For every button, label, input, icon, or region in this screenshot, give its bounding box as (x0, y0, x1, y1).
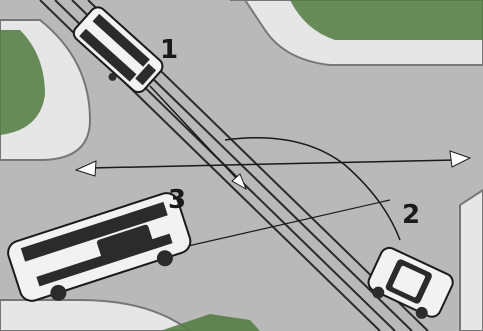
label-car: 2 (402, 200, 420, 230)
label-tram: 1 (160, 35, 178, 65)
label-bus: 3 (168, 185, 186, 215)
sidewalk-bottom-right (460, 190, 483, 331)
